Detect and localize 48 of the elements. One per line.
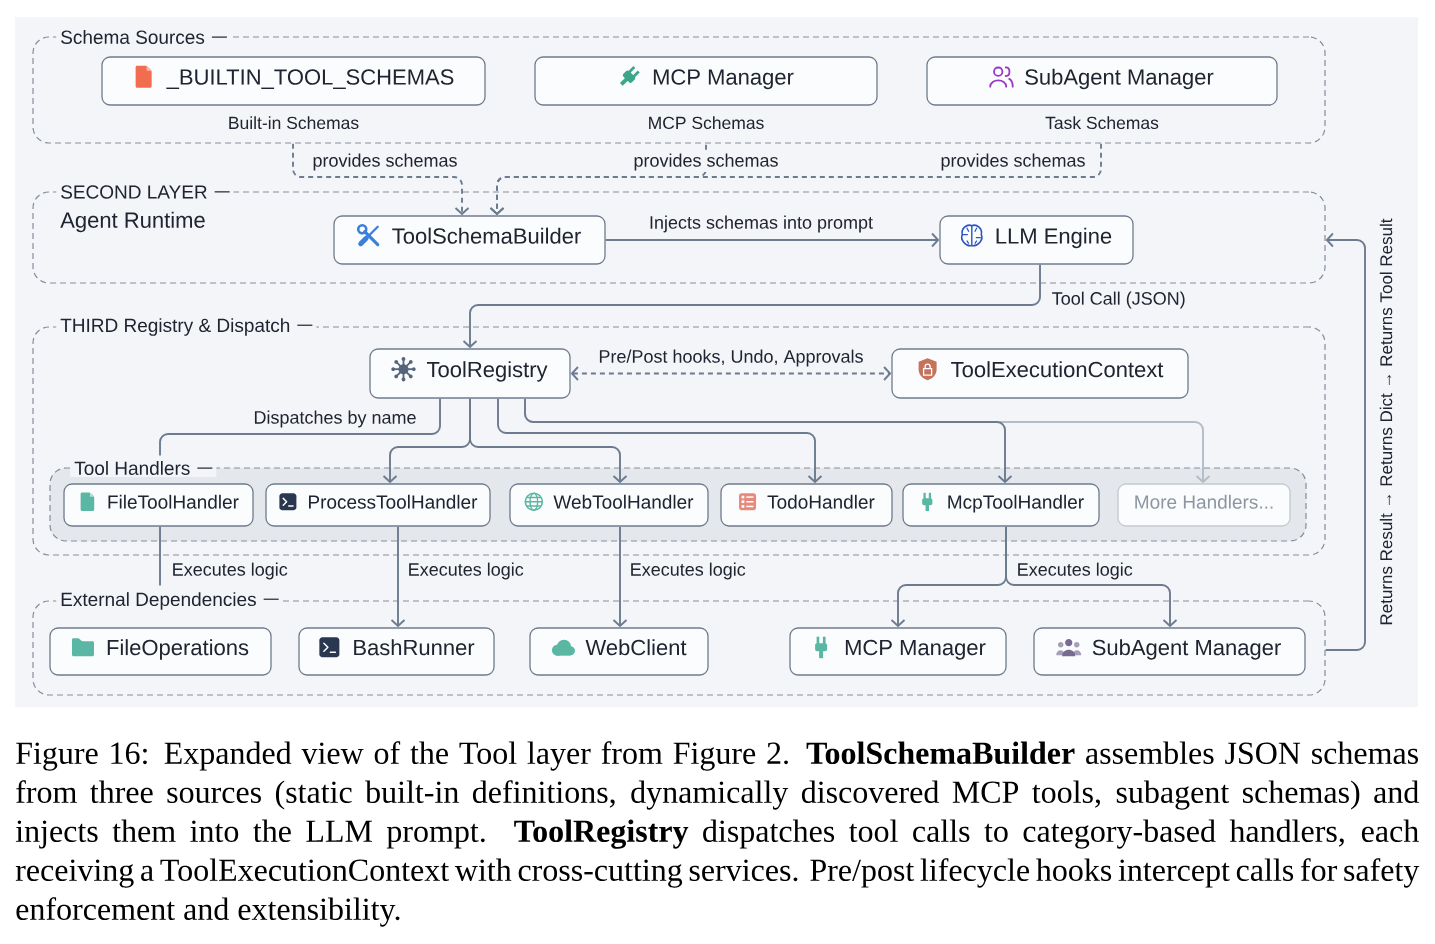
node-caption: Built-in Schemas (229, 116, 359, 130)
dashed-arrow (489, 142, 1102, 216)
component-box: ToolRegistry (369, 348, 571, 399)
component-box: TodoHandler (720, 483, 893, 527)
connector-line (159, 397, 441, 457)
component-box: LLM Engine (939, 215, 1134, 265)
component-box: McpToolHandler (902, 483, 1100, 527)
component-box: WebToolHandler (509, 483, 709, 527)
dashed-arrow (292, 142, 470, 216)
node-caption: MCP Schemas (649, 116, 764, 130)
placeholder-box: More Handlers... (1117, 483, 1291, 527)
component-box: _BUILTIN_TOOL_SCHEMAS (101, 56, 486, 106)
arrow (1324, 232, 1366, 651)
connector-line (159, 525, 161, 587)
edge-label: provides schemas (939, 152, 1088, 172)
arrow (390, 525, 406, 628)
component-box: FileToolHandler (63, 483, 254, 527)
component-box: WebClient (529, 627, 709, 676)
arrow (604, 232, 940, 248)
component-box: ToolExecutionContext (891, 348, 1189, 399)
edge-label: Pre/Post hooks, Undo, Approvals (596, 348, 866, 368)
edge-label: Executes logic (170, 561, 290, 581)
arrow (1005, 525, 1178, 628)
arrow (612, 525, 628, 628)
dashed-double-arrow (570, 366, 892, 381)
component-box: SubAgent Manager (926, 56, 1278, 106)
arrow (497, 397, 823, 484)
arrow (469, 397, 628, 484)
component-box: ProcessToolHandler (265, 483, 491, 527)
figure-caption: Figure 16: Expanded view of the Tool layer from Figure 2. ToolSchemaBuilder assembles JSON schemas from three sources (static built-in definitions, dynamically discovered MCP tools, subagent schemas) and injects them into the LLM prompt. ToolRegistry dispatches tool calls to category-based handlers, each receiving a ToolExecutionContext with cross-cutting services. Pre/post lifecycle hooks intercept calls for safety enforcement and extensibility. (15, 741, 1420, 927)
edge-label: Injects schemas into prompt (647, 214, 875, 234)
arrow (524, 397, 1013, 484)
component-box: MCP Manager (789, 627, 1007, 676)
component-box: BashRunner (298, 627, 495, 676)
component-box: FileOperations (49, 627, 272, 676)
component-box: ToolSchemaBuilder (333, 215, 606, 265)
arrow (462, 263, 1041, 349)
node-caption: Task Schemas (1045, 116, 1159, 130)
edge-label: Returns Result → Returns Dict → Returns Tool Result (1378, 216, 1394, 628)
edge-label: provides schemas (632, 152, 781, 172)
edge-label: Executes logic (406, 561, 526, 581)
component-box: MCP Manager (534, 56, 878, 106)
edge-label: Executes logic (1015, 561, 1135, 581)
edge-label: Dispatches by name (251, 409, 419, 429)
component-box: SubAgent Manager (1033, 627, 1306, 676)
edge-label: Executes logic (628, 561, 748, 581)
edge-label: Tool Call (JSON) (1050, 290, 1188, 310)
edge-label: provides schemas (311, 152, 460, 172)
